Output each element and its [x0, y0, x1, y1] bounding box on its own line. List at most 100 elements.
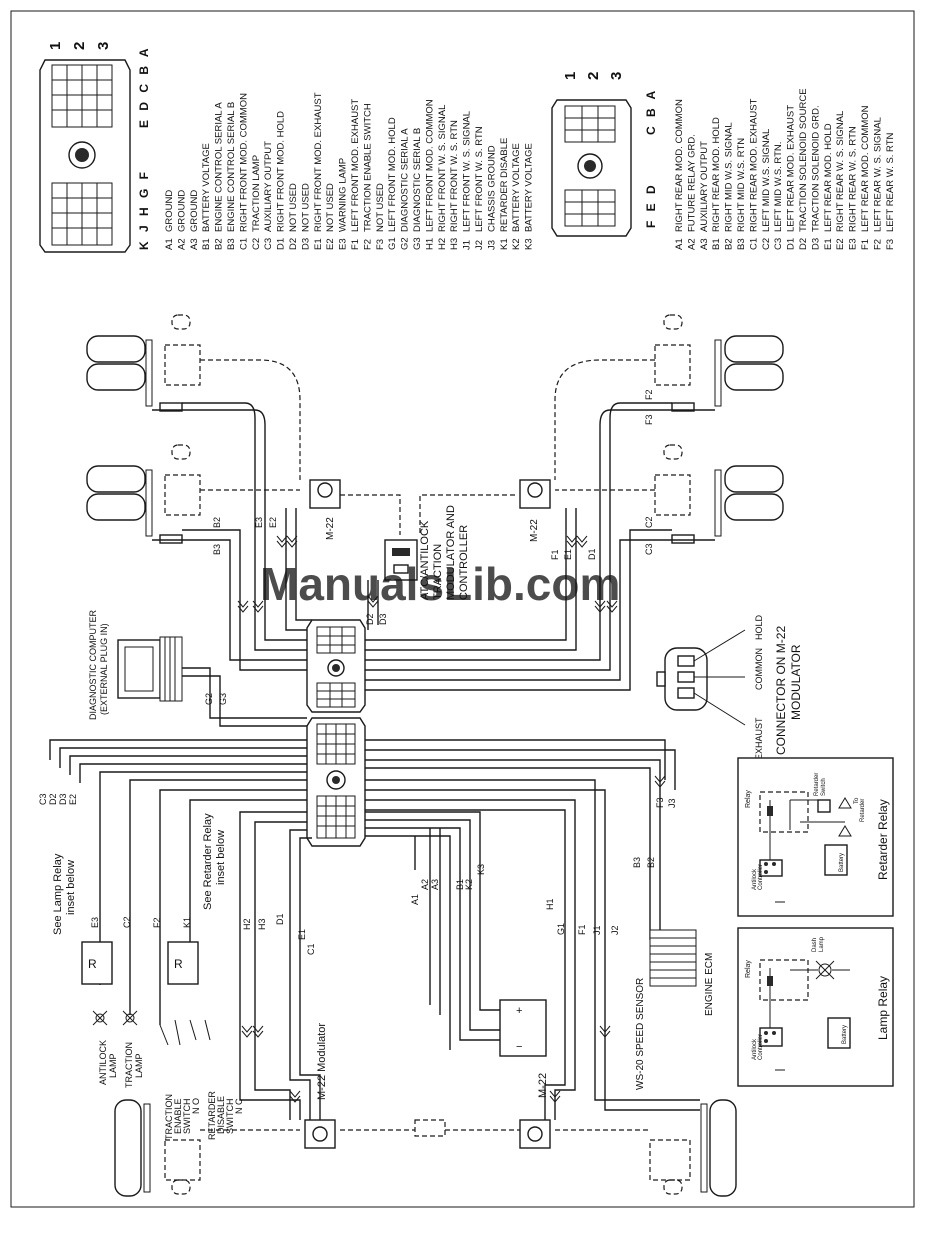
wire-label-h1: H1 [545, 898, 555, 910]
pin-label: ENGINE CONTROL SERIAL A [214, 102, 225, 232]
pin-label: GROUND [164, 190, 175, 232]
wire-label-a1: A1 [410, 894, 420, 905]
svg-text:Retarder: Retarder [814, 773, 820, 796]
pin-id: B2 [214, 238, 225, 250]
wire-label-j3: J3 [667, 798, 677, 808]
wire-label-e2: E2 [68, 794, 78, 805]
pin-label: TRACTION LAMP [251, 155, 262, 232]
wire-label-f3: F3 [655, 797, 665, 808]
svg-text:MODULATOR AND: MODULATOR AND [445, 505, 457, 600]
pin-label: RIGHT REAR MOD. HOLD [711, 117, 722, 232]
pin-label: DIAGNOSTIC SERIAL B [412, 128, 423, 232]
wire-label-b3: B3 [212, 544, 222, 555]
pin-label: TRACTION SOLENOID SOURCE [798, 88, 809, 232]
pin-id: J2 [474, 240, 485, 250]
svg-text:inset below: inset below [65, 860, 77, 915]
pin-id: F3 [375, 239, 386, 250]
pin-label: LEFT REAR MOD. HOLD [823, 123, 834, 232]
wire-label-k1: K1 [182, 917, 192, 928]
pin-id: F3 [885, 239, 896, 250]
air-lines [200, 359, 655, 1131]
svg-text:Battery: Battery [842, 1025, 848, 1044]
pin-label: RIGHT FRONT MOD. HOLD [276, 111, 287, 232]
page-border [10, 10, 915, 1208]
ecu-connector-30pin: 1 2 3 E D C B A K J H G F [39, 42, 151, 253]
wire-label-c2: C2 [644, 516, 654, 528]
wire-bundle-chevrons [237, 535, 666, 1103]
svg-text:CONNECTOR ON M-22: CONNECTOR ON M-22 [774, 626, 788, 755]
pin-id: D2 [288, 238, 299, 250]
pin-label: LEFT FRONT MOD. COMMON [424, 99, 435, 232]
pin-id: C1 [238, 238, 249, 250]
svg-text:R: R [88, 957, 97, 971]
wire-label-d2: D2 [48, 793, 58, 805]
pin-label: BATTERY VOLTAGE [201, 143, 212, 232]
pin-label: BATTERY VOLTAGE [524, 143, 535, 232]
lamp-relay-box: R See Lamp Relay inset below [52, 853, 113, 985]
connector-letters-bottom: K J H G F [137, 169, 151, 250]
wire-label-g2: G2 [204, 693, 214, 705]
svg-text:M-22: M-22 [537, 1073, 549, 1098]
connector2-pin-number-3: 3 [608, 72, 625, 80]
connector2-pin-number-2: 2 [585, 72, 602, 80]
wire-label-b2: B2 [212, 517, 222, 528]
svg-text:See Lamp Relay: See Lamp Relay [52, 853, 64, 935]
pin-label: LEFT REAR MOD. EXHAUST [786, 105, 797, 232]
wire-label-g3: G3 [218, 693, 228, 705]
svg-text:ATC/ANTILOCK: ATC/ANTILOCK [419, 520, 431, 600]
pin-label: NOT USED [288, 183, 299, 232]
wire-label-f1: F1 [550, 549, 560, 560]
pin-id: B3 [226, 238, 237, 250]
wire-label-d2: D2 [365, 613, 375, 625]
pin-label: RIGHT REAR W. S. SIGNAL [835, 111, 846, 232]
pin-id: H3 [449, 238, 460, 250]
pin-label: DIAGNOSTIC SERIAL A [400, 128, 411, 232]
pin-label: ENGINE CONTROL SERIAL B [226, 102, 237, 232]
wire-label-e1: E1 [563, 549, 573, 560]
pin-id: A1 [164, 238, 175, 250]
svg-text:Switch: Switch [821, 778, 827, 796]
svg-text:−: − [516, 1041, 522, 1053]
svg-text:To: To [854, 797, 860, 804]
pin-label: LEFT MID W.S. RTN. [773, 142, 784, 232]
connector-pin-number-1: 1 [47, 42, 64, 50]
wire-label-k3: K3 [476, 864, 486, 875]
svg-text:SWITCH: SWITCH [225, 1099, 235, 1135]
pin-id: H2 [437, 238, 448, 250]
tire-mid-left [86, 465, 146, 521]
pin-label: GROUND [176, 190, 187, 232]
pin-id: K1 [499, 238, 510, 250]
antilock-lamp: ANTILOCK LAMP [92, 1010, 118, 1085]
connector2-letters-bottom: F E D [644, 182, 658, 228]
wire-label-c2: C2 [122, 916, 132, 928]
pin-id: E2 [325, 238, 336, 250]
wire-label-f3: F3 [644, 414, 654, 425]
svg-text:Controller: Controller [758, 864, 764, 890]
m22-modulator-front-left: M-22 [309, 479, 341, 540]
wire-label-c3: C3 [644, 543, 654, 555]
wire-label-c1: C1 [306, 943, 316, 955]
pin-id: C2 [251, 238, 262, 250]
svg-text:Battery: Battery [839, 853, 845, 872]
wire-label-f1: F1 [577, 924, 587, 935]
svg-text:Lamp Relay: Lamp Relay [876, 976, 890, 1040]
pin-label: LEFT FRONT MOD. EXHAUST [350, 99, 361, 232]
wire-label-a2: A2 [420, 879, 430, 890]
wire-label-d3: D3 [58, 793, 68, 805]
pin-id: F1 [860, 239, 871, 250]
wire-label-f2: F2 [152, 917, 162, 928]
svg-text:M-22: M-22 [529, 519, 540, 542]
svg-text:DISABLE: DISABLE [216, 1096, 226, 1134]
svg-text:TRACTION: TRACTION [432, 544, 444, 600]
svg-text:inset below: inset below [215, 830, 227, 885]
pin-label: RIGHT MID W.S. SIGNAL [724, 122, 735, 232]
retarder-disable-switch: RETARDER DISABLE SWITCH N C [189, 1019, 244, 1140]
wire-label-b1: B1 [455, 879, 465, 890]
tire-rear-left [114, 1099, 142, 1197]
pin-label: AUXILIARY OUTPUT [699, 141, 710, 232]
pin-id: B2 [724, 238, 735, 250]
svg-text:See Retarder Relay: See Retarder Relay [202, 813, 214, 910]
diagnostic-computer: DIAGNOSTIC COMPUTER (EXTERNAL PLUG IN) [88, 609, 183, 720]
